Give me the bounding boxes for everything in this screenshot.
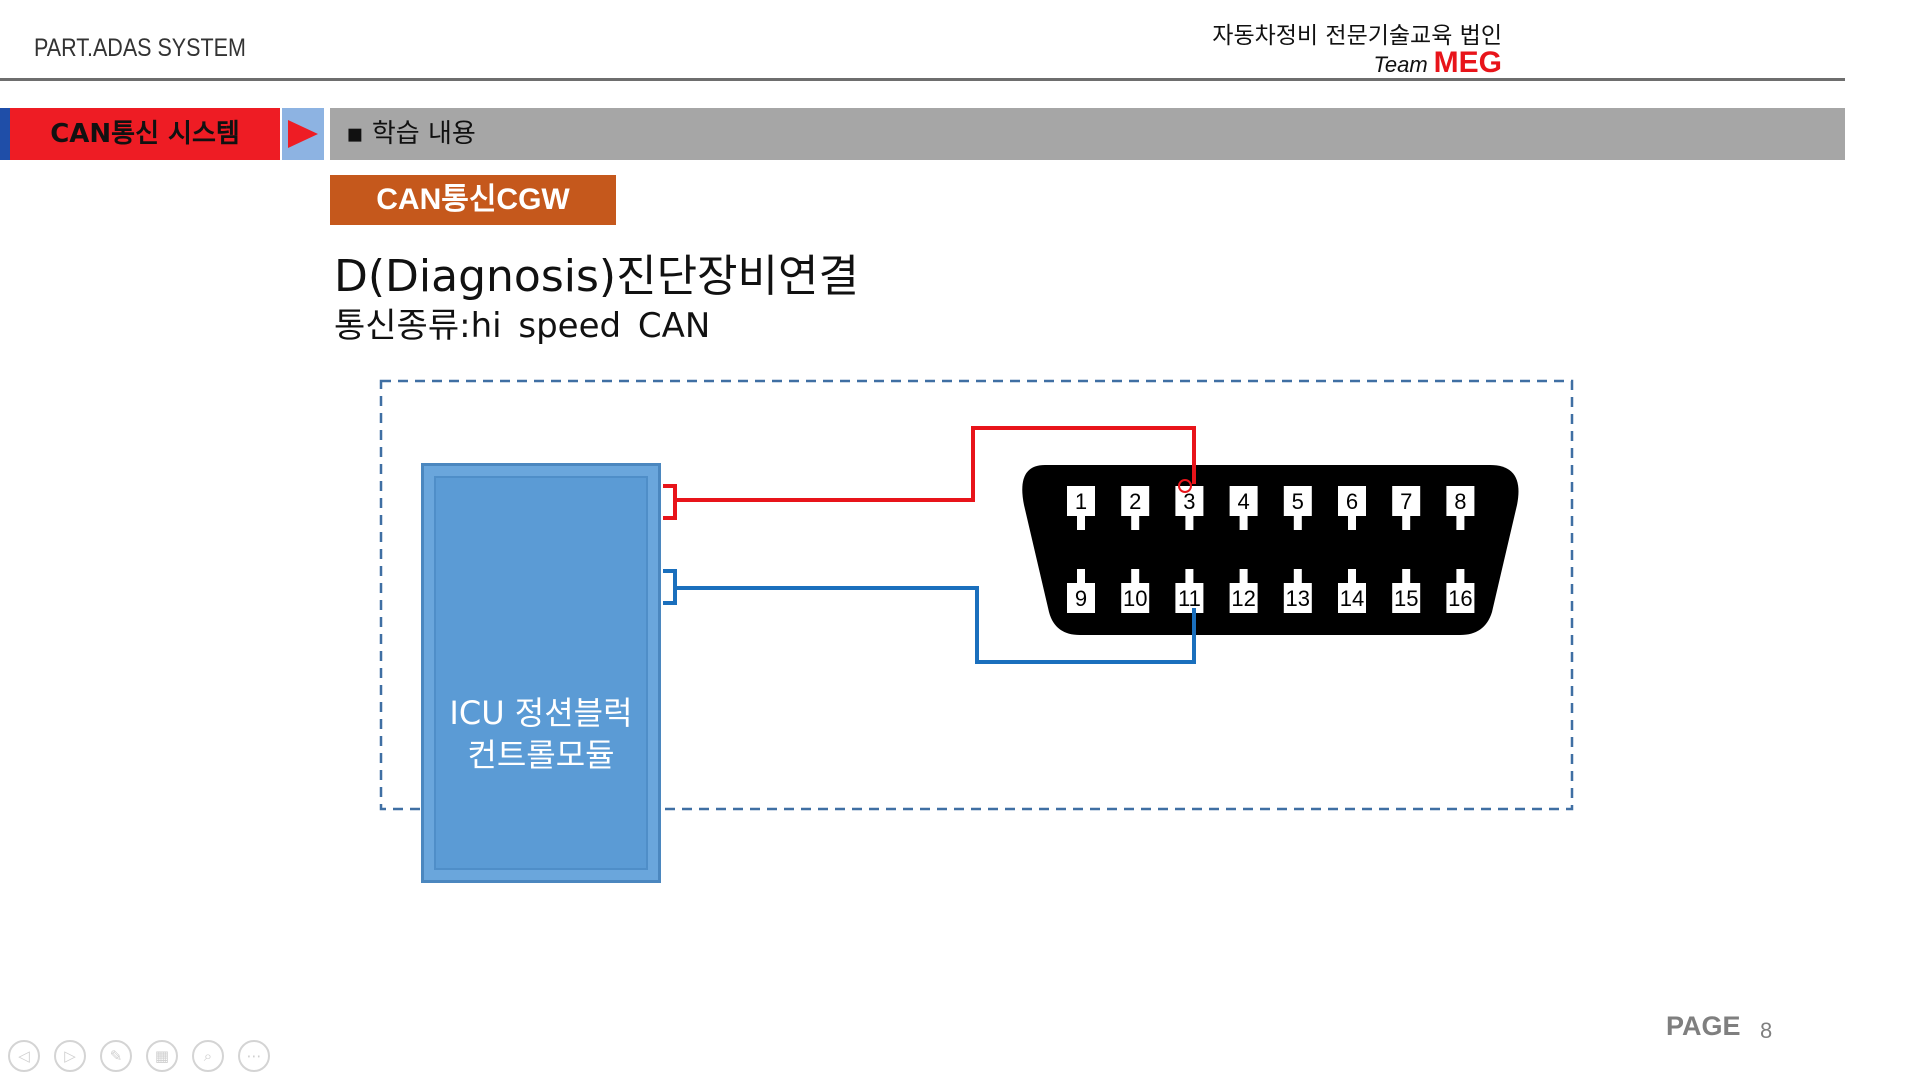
slide-nav-toolbar: ◁ ▷ ✎ ▦ ⌕ ⋯	[8, 1040, 270, 1072]
pin-top-stem	[1348, 516, 1356, 530]
header-divider	[0, 78, 1845, 81]
pin-top-stem	[1185, 516, 1194, 530]
pin-top-label: 8	[1454, 489, 1466, 514]
zoom-icon[interactable]: ⌕	[192, 1040, 224, 1072]
pin-top-label: 4	[1237, 489, 1249, 514]
pin-bottom-box	[1229, 583, 1258, 613]
content-label: ▪ 학습 내용	[346, 119, 476, 149]
team-prefix: Team	[1373, 52, 1428, 77]
pin-top-box	[1283, 486, 1312, 516]
pin-top-box	[1121, 486, 1150, 516]
can-low-wire	[663, 569, 1196, 664]
pin-bottom-box	[1392, 583, 1421, 613]
icu-label: ICU 정션블럭 컨트롤모듈	[421, 692, 661, 776]
pin-bottom-stem	[1131, 569, 1140, 583]
pin-top-label: 3	[1183, 489, 1195, 514]
prev-icon[interactable]: ◁	[8, 1040, 40, 1072]
pin-bottom-box	[1175, 583, 1204, 613]
next-icon[interactable]: ▷	[54, 1040, 86, 1072]
pin3-contact	[1178, 479, 1192, 493]
pin-top-box	[1392, 486, 1421, 516]
play-arrow-icon	[288, 120, 318, 148]
more-icon[interactable]: ⋯	[238, 1040, 270, 1072]
pin-bottom-label: 15	[1394, 586, 1418, 611]
pin-top-stem	[1293, 516, 1302, 530]
pin-bottom-box	[1283, 583, 1312, 613]
pin-bottom-box	[1121, 583, 1150, 613]
slides-icon[interactable]: ▦	[146, 1040, 178, 1072]
page-number: 8	[1760, 1018, 1773, 1043]
pin-bottom-label: 16	[1448, 586, 1472, 611]
category-badge: CAN통신CGW	[330, 175, 616, 225]
diagram-boundary	[379, 379, 1574, 811]
pin-bottom-label: 11	[1178, 586, 1201, 611]
part-label: PART.ADAS SYSTEM	[34, 34, 246, 62]
pin-bottom-stem	[1293, 569, 1302, 583]
icu-label-line1: ICU 정션블럭	[449, 694, 633, 732]
pin-top-box	[1338, 486, 1366, 516]
pin-bottom-stem	[1402, 569, 1411, 583]
pin-top-label: 7	[1400, 489, 1412, 514]
page-subtitle: 통신종류:hi speed CAN	[334, 306, 711, 346]
section-arrow	[282, 108, 324, 160]
can-high-wire	[663, 426, 1196, 520]
pin-top-box	[1229, 486, 1258, 516]
section-tab: CAN통신 시스템	[10, 108, 280, 160]
pen-icon[interactable]: ✎	[100, 1040, 132, 1072]
obd-connector	[1022, 465, 1519, 635]
pin-bottom-stem	[1348, 569, 1356, 583]
pin-top-box	[1446, 486, 1475, 516]
pin-bottom-label: 9	[1075, 586, 1087, 611]
pin-bottom-stem	[1077, 569, 1085, 583]
pin-top-label: 1	[1075, 489, 1087, 514]
icu-label-line2: 컨트롤모듈	[467, 736, 615, 774]
connector-pins-top: 1 2 3 4 5 6 7 8	[1067, 486, 1475, 530]
pin-top-stem	[1239, 516, 1248, 530]
pin-top-stem	[1077, 516, 1085, 530]
pin-bottom-box	[1446, 583, 1475, 613]
pin-bottom-label: 13	[1286, 586, 1310, 611]
pin-top-box	[1067, 486, 1095, 516]
title-bar	[330, 108, 1845, 160]
pin-bottom-box	[1067, 583, 1095, 613]
pin-top-stem	[1402, 516, 1411, 530]
page-title: D(Diagnosis)진단장비연결	[334, 251, 859, 302]
pin-bottom-label: 12	[1231, 586, 1255, 611]
org-name: 자동차정비 전문기술교육 법인	[1212, 23, 1502, 49]
pin-bottom-stem	[1239, 569, 1248, 583]
pin-bottom-stem	[1185, 569, 1194, 583]
page-label: PAGE	[1666, 1011, 1741, 1041]
connector-pins-bottom: 9 10 11 12 13 14 15 16	[1067, 569, 1475, 613]
pin-bottom-label: 10	[1123, 586, 1147, 611]
pin-top-label: 6	[1346, 489, 1358, 514]
pin-top-stem	[1131, 516, 1140, 530]
section-accent	[0, 108, 10, 160]
pin-top-stem	[1456, 516, 1465, 530]
brand-logo: MEG	[1433, 46, 1502, 79]
pin-bottom-label: 14	[1340, 586, 1364, 611]
pin-top-label: 5	[1292, 489, 1304, 514]
pin-bottom-stem	[1456, 569, 1465, 583]
icu-module	[421, 463, 661, 883]
pin-bottom-box	[1338, 583, 1366, 613]
pin-top-label: 2	[1129, 489, 1141, 514]
